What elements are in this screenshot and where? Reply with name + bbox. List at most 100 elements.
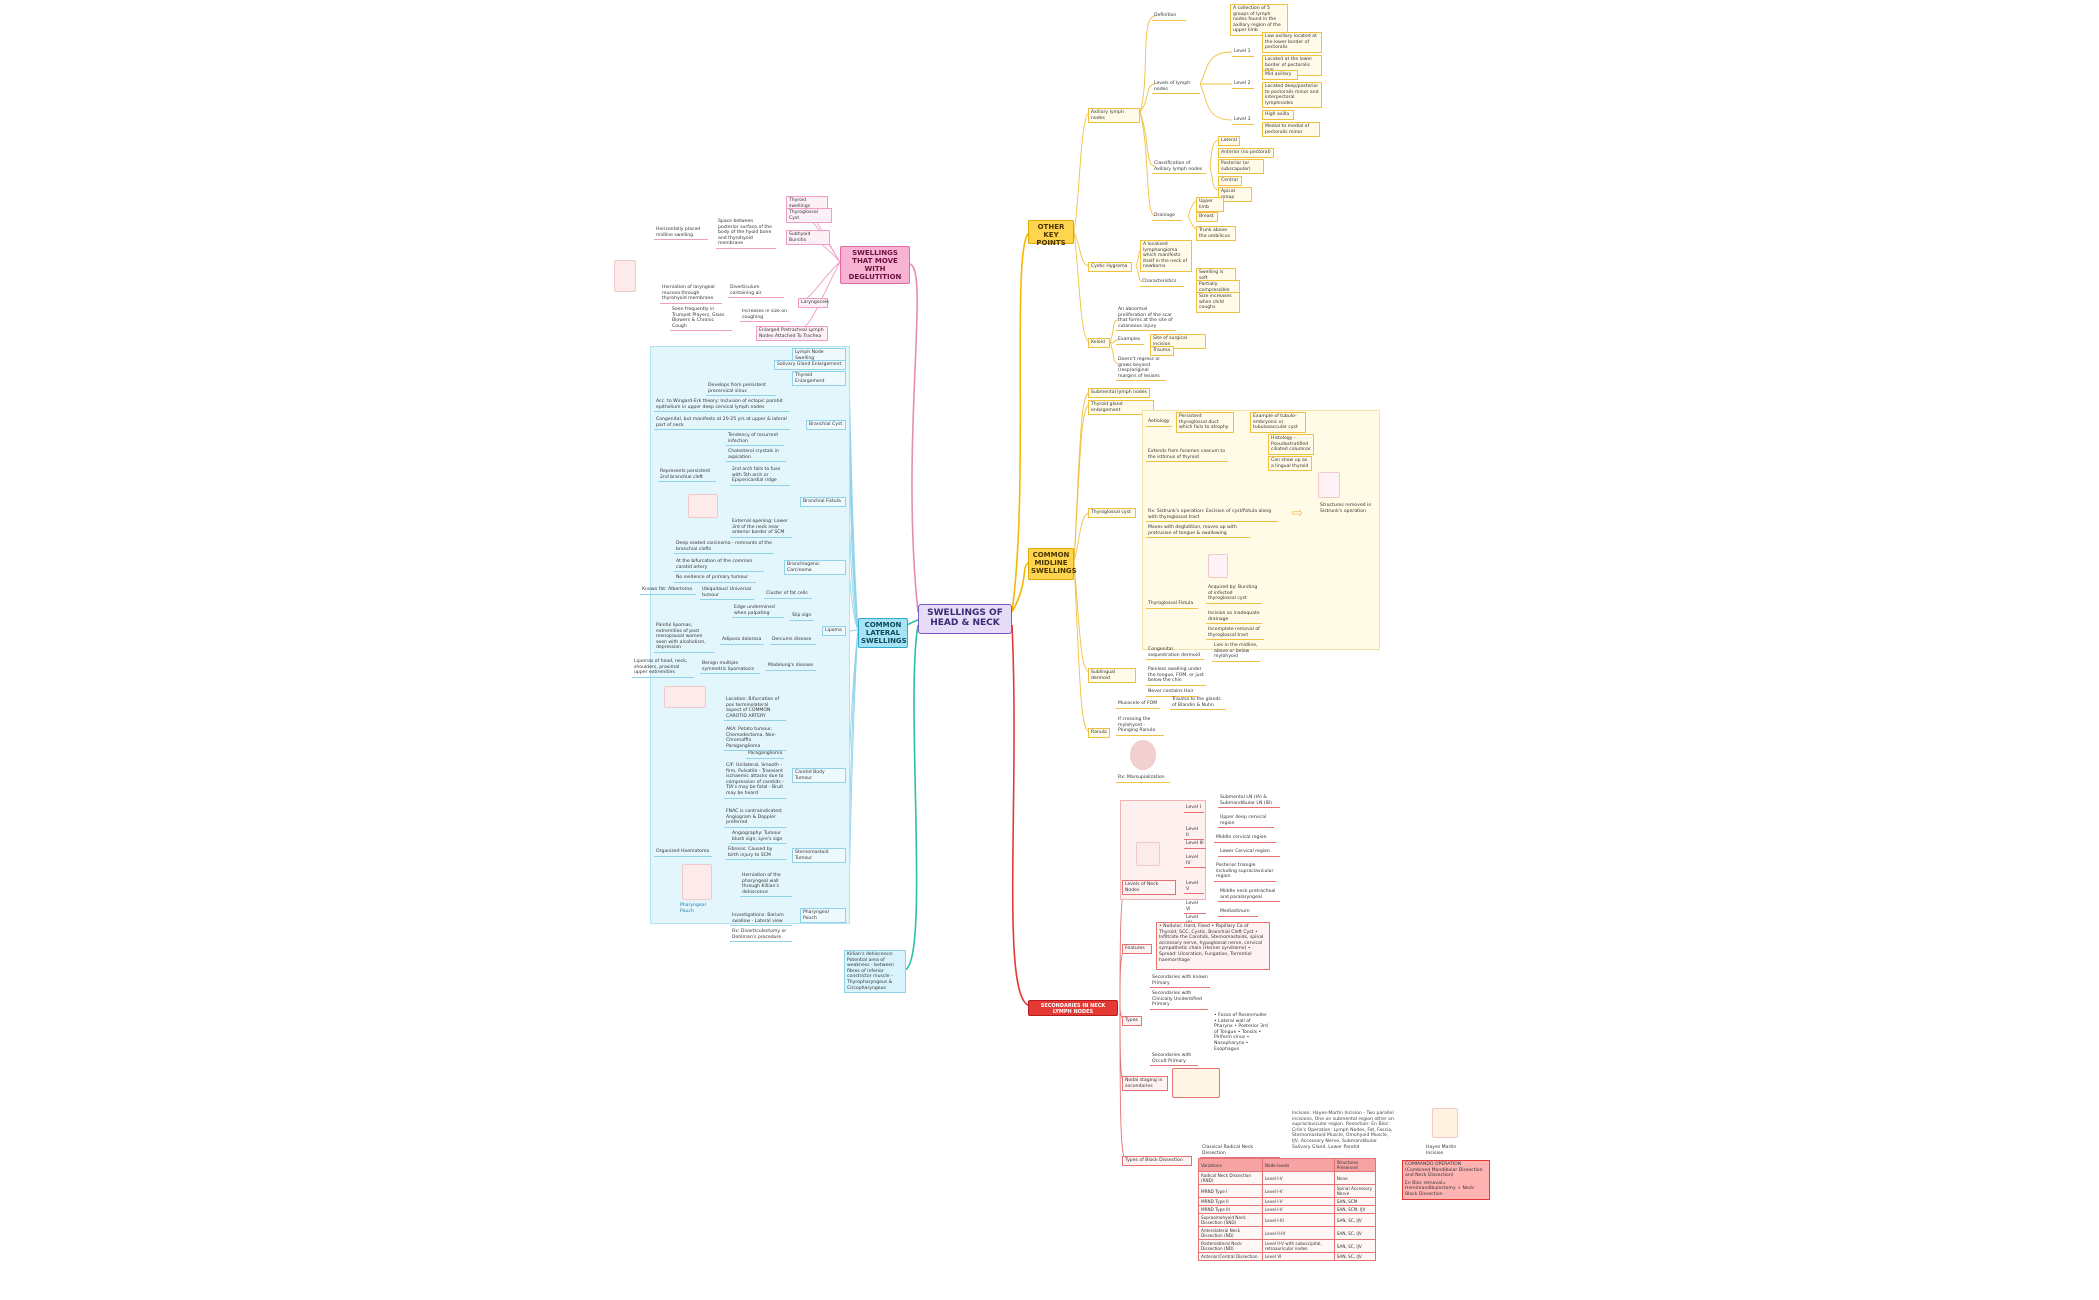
neck-level-vii-desc: Mediastinum <box>1218 908 1258 917</box>
keloid[interactable]: Keloid <box>1088 338 1110 348</box>
aetiology-label[interactable]: Aetiology <box>1146 418 1172 427</box>
thyroid-gland-enlargement[interactable]: Thyroid gland enlargement <box>1088 400 1154 416</box>
thyroglossal-cyst[interactable]: Thyroglossal cyst <box>1088 508 1136 518</box>
sublingual-dermoid[interactable]: Sublingual dermoid <box>1088 668 1136 684</box>
table-cell: SAN, SCM <box>1333 1197 1377 1206</box>
deglutition-subhyoid-bursitis[interactable]: Subhyoid Bursitis <box>786 230 830 246</box>
example-trauma: Trauma <box>1150 346 1174 356</box>
neck-dissection-table: Variations Node levels Structures Preser… <box>1198 1158 1377 1261</box>
neck-level-i-desc: Submental LN (IA) & Submandibular LN (IB… <box>1218 794 1280 809</box>
root-topic[interactable]: SWELLINGS OF HEAD & NECK <box>918 604 1012 634</box>
table-cell: Level I-III <box>1261 1213 1335 1227</box>
table-cell: Anterior/Central Dissection <box>1198 1252 1263 1261</box>
table-cell: Level VI <box>1261 1252 1335 1261</box>
table-cell: MRND Type III <box>1198 1205 1263 1214</box>
cystic-definition: A localised lymphangioma which manifests… <box>1140 240 1192 272</box>
deglutition-pretracheal-nodes[interactable]: Enlarged Pretracheal Lymph Nodes Attache… <box>756 326 828 342</box>
drainage-label[interactable]: Drainage <box>1152 212 1182 221</box>
drain-breast: Breast <box>1196 212 1218 222</box>
lingual-thyroid: Can show up as a lingual thyroid <box>1268 456 1312 472</box>
features-text: • Nodular, Hard, Fixed • Papillary Ca of… <box>1156 922 1270 970</box>
branchiogenic-c: No evidence of primary tumour <box>674 574 756 583</box>
deglutition-thyroglossal-cyst[interactable]: Thyroglossal Cyst <box>786 208 832 224</box>
branchiogenic-b: At the bifurcation of the common carotid… <box>674 558 764 573</box>
types-label[interactable]: Types <box>1122 1016 1142 1026</box>
keloid-note: Doesn't regress or grows beyond (resp)or… <box>1116 356 1166 382</box>
branch-lateral-swellings[interactable]: COMMON LATERAL SWELLINGS <box>858 618 908 648</box>
table-cell: Level I-V <box>1261 1184 1335 1198</box>
pharyngeal-herniation: Herniation of the pharyngeal wall throug… <box>740 872 792 898</box>
table-cell: SAN, SCM, IJV <box>1333 1205 1377 1214</box>
lipoma[interactable]: Lipoma <box>822 626 846 636</box>
class-posterior: Posterior (or subscapular) <box>1218 159 1264 175</box>
moves-deglutition: Moves with deglutition, moves up with pr… <box>1146 524 1250 539</box>
sternomastoid-tumour[interactable]: Sternomastoid Tumour <box>792 848 846 864</box>
hayes-martin-caption: Hayes Martin Incision <box>1426 1145 1457 1156</box>
deglutition-laryngocele[interactable]: Laryngocele <box>798 298 829 308</box>
branch-midline-swellings[interactable]: COMMON MIDLINE SWELLINGS <box>1028 548 1077 580</box>
fistula-incision: Incision as inadequate drainage <box>1206 610 1262 625</box>
examples-label[interactable]: Examples <box>1116 336 1144 345</box>
branchial-fistula-b: Represents persistent 2nd branchial clef… <box>658 468 716 483</box>
block-dissection[interactable]: Types of Block Dissection <box>1122 1156 1192 1166</box>
class-lateral: Lateral <box>1218 136 1240 146</box>
crile-operation-text: Incision: Hayes-Martin Incision - Two pa… <box>1292 1111 1394 1150</box>
neck-level-iv[interactable]: Level IV <box>1184 854 1206 869</box>
level-1[interactable]: Level 1 <box>1232 48 1254 57</box>
branchiogenic-carcinoma[interactable]: Branchiogenic Carcinoma <box>784 560 846 576</box>
level-3[interactable]: Level 3 <box>1232 116 1254 125</box>
definition-label[interactable]: Definition <box>1152 12 1186 21</box>
fistula-incomplete: Incomplete removal of thyroglossal tract <box>1206 626 1264 641</box>
branch-other-key-points[interactable]: OTHER KEY POINTS <box>1028 220 1074 247</box>
branchial-fistula[interactable]: Branchial Fistula <box>800 497 846 507</box>
branch-deglutition-swellings[interactable]: SWELLINGS THAT MOVE WITH DEGLUTITION <box>840 246 910 284</box>
sublingual-location: Lies in the midline, above or below mylo… <box>1212 642 1260 662</box>
axillary-lymph-nodes[interactable]: Axillary lymph nodes <box>1088 108 1140 124</box>
carotid-angiography: Angiography: Tumour blush sign; Lyre's s… <box>730 830 786 845</box>
features-label[interactable]: Features <box>1122 944 1152 954</box>
pharyngeal-pouch[interactable]: Pharyngeal Pouch <box>800 908 846 924</box>
level-2[interactable]: Level 2 <box>1232 80 1254 89</box>
classification-axillary[interactable]: Classification of Axillary lymph nodes <box>1152 160 1206 175</box>
dercums-adiposa: Adiposa dolorosa <box>720 636 764 645</box>
characteristics-label[interactable]: Characteristics <box>1140 278 1184 287</box>
carotid-body-tumour[interactable]: Carotid Body Tumour <box>792 768 846 784</box>
levels-of-neck-nodes[interactable]: Levels of Neck Nodes <box>1122 880 1176 896</box>
dercums-painful: Painful lipomas, extremities of post men… <box>654 622 714 653</box>
arrow-icon: ⇨ <box>1292 506 1303 521</box>
nodal-staging[interactable]: Nodal staging in secondaries <box>1122 1076 1168 1092</box>
sistrunk-operation: Rx: Sistrunk's operation: Excision of cy… <box>1146 508 1278 523</box>
cystic-hygroma[interactable]: Cystic Hygroma <box>1088 262 1132 272</box>
neck-level-vi[interactable]: Level VI <box>1184 900 1206 915</box>
table-row: Anterior/Central Dissection Level VI SAN… <box>1198 1252 1377 1261</box>
neck-level-v[interactable]: Level V <box>1184 880 1204 895</box>
madelung-disease[interactable]: Madelung's disease <box>766 662 816 671</box>
salivary-gland-enlargement[interactable]: Salivary Gland Enlargement <box>774 360 846 370</box>
branch-secondaries[interactable]: SECONDARIES IN NECK LYMPH NODES <box>1028 1000 1118 1016</box>
drain-upper-limb: Upper limb <box>1196 197 1224 213</box>
dercums-disease[interactable]: Dercums disease <box>770 636 816 645</box>
table-head-structures: Structures Preserved <box>1333 1158 1377 1172</box>
madelung-benign: Benign multiple symmetric lipomatosis <box>700 660 760 675</box>
table-row: MRND Type I Level I-V Spinal Accessory N… <box>1198 1184 1377 1198</box>
neck-level-i[interactable]: Level I <box>1184 804 1204 813</box>
killian-dehiscence[interactable]: Killian's dehiscence: Potential area of … <box>844 950 906 994</box>
level-1-detail-a: Low axillary located at the lower border… <box>1262 32 1322 53</box>
ranula-marsupialization: Rx: Marsupialization <box>1116 774 1170 783</box>
classical-radical-dissection[interactable]: Classical Radical Neck Dissection <box>1200 1144 1280 1159</box>
thyroglossal-fistula[interactable]: Thyroglossal Fistula <box>1146 600 1198 609</box>
commando-title: COMMANDO OPERATION (Combined Mandibular … <box>1405 1162 1483 1179</box>
commando-operation[interactable]: COMMANDO OPERATION (Combined Mandibular … <box>1402 1160 1490 1200</box>
table-row: Radical Neck Dissection (RND) Level I-V … <box>1198 1171 1377 1185</box>
table-cell: Anterolateral Neck Dissection (ND) <box>1198 1226 1263 1240</box>
neck-level-iii[interactable]: Level III <box>1184 840 1206 849</box>
bursitis-horizontal: Horizontally placed midline swelling <box>654 226 708 241</box>
thyroid-enlargement[interactable]: Thyroid Enlargement <box>792 371 846 387</box>
ranula[interactable]: Ranula <box>1088 728 1110 738</box>
branchial-cyst[interactable]: Branchial Cyst <box>806 420 846 430</box>
table-cell: Level I-V <box>1261 1171 1335 1185</box>
neck-level-ii[interactable]: Level II <box>1184 826 1204 841</box>
branchial-fistula-illustration <box>688 494 718 518</box>
levels-of-lymph-nodes[interactable]: Levels of lymph nodes <box>1152 80 1200 95</box>
submental-lymph-nodes[interactable]: Submental lymph nodes <box>1088 388 1150 398</box>
